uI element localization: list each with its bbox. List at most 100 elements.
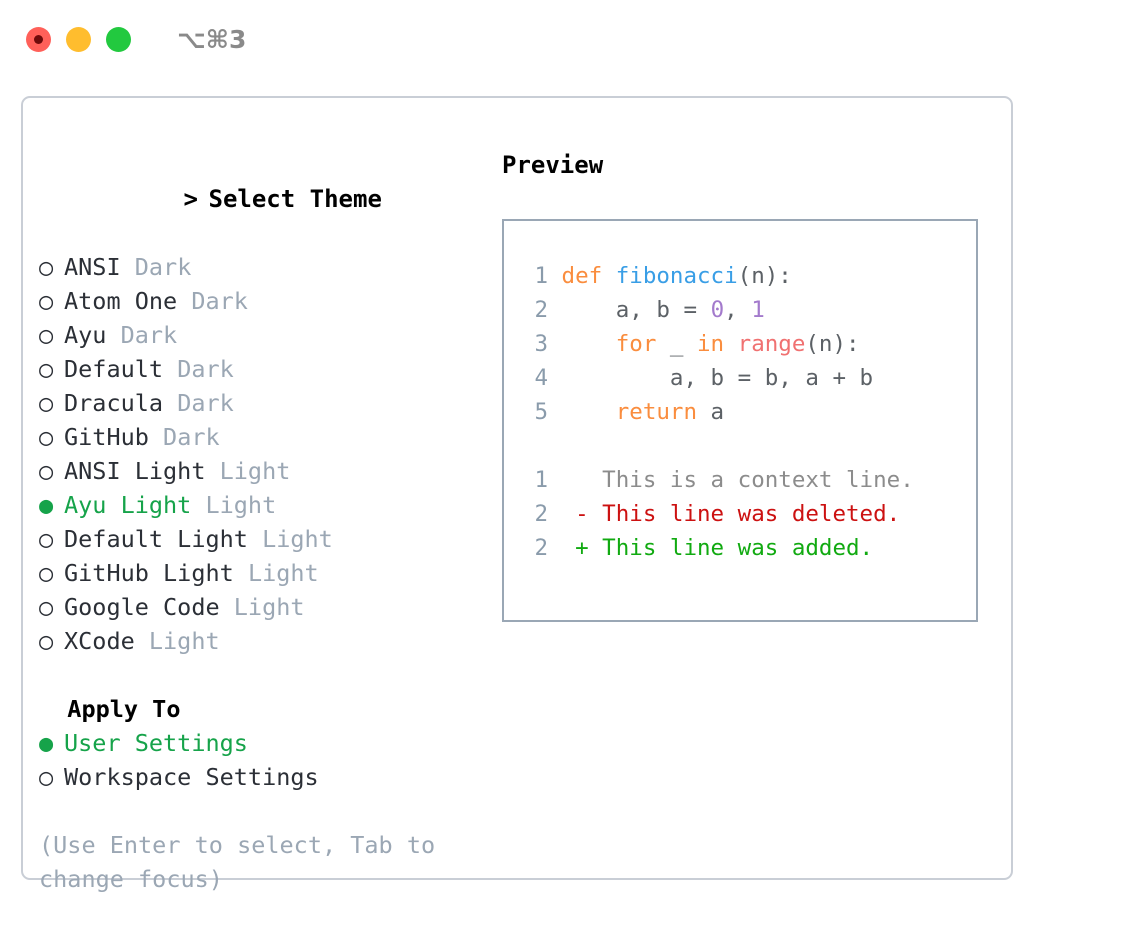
gutter-space [548, 331, 562, 357]
code-token-pln [562, 399, 616, 425]
code-token-pln: a, b = b, a + b [561, 365, 874, 391]
apply-to-option-label: User Settings [64, 729, 248, 757]
code-line-number: 2 [534, 297, 548, 323]
code-line-number: 1 [534, 263, 548, 289]
diff-line-number: 2 [534, 535, 548, 561]
close-button-icon[interactable] [26, 26, 51, 52]
theme-variant-tag: Dark [177, 389, 234, 417]
code-token-pln: , [724, 297, 752, 323]
preview-column: Preview 1 def fibonacci(n):2 a, b = 0, 1… [502, 148, 992, 622]
code-line: 1 def fibonacci(n): [522, 259, 976, 293]
code-token-pln [724, 331, 738, 357]
theme-list-item[interactable]: ○ XCode Light [39, 624, 479, 658]
theme-list-item[interactable]: ○ GitHub Light Light [39, 556, 479, 590]
gutter-space [548, 365, 562, 391]
radio-unselected-icon[interactable]: ○ [39, 457, 68, 485]
theme-list: ○ ANSI Dark○ Atom One Dark○ Ayu Dark○ De… [39, 250, 479, 658]
theme-name-label: XCode [64, 627, 149, 655]
diff-line-added: 2 + This line was added. [522, 531, 976, 565]
radio-unselected-icon[interactable]: ○ [39, 321, 68, 349]
radio-unselected-icon[interactable]: ○ [39, 253, 68, 281]
code-token-pln: a, b = [561, 297, 711, 323]
maximize-button-icon[interactable] [106, 26, 131, 52]
theme-list-item[interactable]: ○ Default Light Light [39, 522, 479, 556]
apply-to-option[interactable]: ● User Settings [39, 726, 479, 760]
theme-list-item[interactable]: ○ Default Dark [39, 352, 479, 386]
keyboard-hint-text: (Use Enter to select, Tab to change focu… [39, 831, 450, 893]
code-token-pln: _ [656, 331, 698, 357]
code-line: 2 a, b = 0, 1 [522, 293, 976, 327]
code-line: 4 a, b = b, a + b [522, 361, 976, 395]
diff-line-deleted: 2 - This line was deleted. [522, 497, 976, 531]
theme-name-label: Default Light [64, 525, 263, 553]
code-token-kw: for [615, 331, 657, 357]
apply-to-option[interactable]: ○ Workspace Settings [39, 760, 479, 794]
theme-variant-tag: Light [247, 559, 319, 587]
theme-variant-tag: Dark [120, 321, 178, 349]
diff-line-text: - This line was deleted. [548, 501, 901, 527]
radio-selected-icon[interactable]: ● [39, 729, 68, 757]
theme-list-item[interactable]: ○ ANSI Dark [39, 250, 479, 284]
radio-unselected-icon[interactable]: ○ [39, 559, 68, 587]
select-theme-heading: > Select Theme [39, 148, 479, 250]
diff-line-number: 1 [534, 467, 548, 493]
theme-list-item[interactable]: ○ Google Code Light [39, 590, 479, 624]
select-theme-heading-label: Select Theme [208, 185, 382, 213]
code-token-kw: def [561, 263, 616, 289]
code-token-punc: (n): [805, 331, 860, 357]
theme-list-item[interactable]: ○ GitHub Dark [39, 420, 479, 454]
theme-name-label: GitHub Light [64, 559, 248, 587]
theme-name-label: ANSI [64, 253, 135, 281]
theme-variant-tag: Dark [163, 423, 220, 451]
section-spacer [39, 658, 479, 692]
theme-name-label: GitHub [64, 423, 164, 451]
theme-variant-tag: Light [233, 593, 305, 621]
theme-list-item[interactable]: ○ Ayu Dark [39, 318, 479, 352]
code-token-kw: return [615, 399, 698, 425]
code-token-num: 1 [751, 297, 765, 323]
theme-name-label: ANSI Light [64, 457, 220, 485]
code-token-pln: a [697, 399, 725, 425]
theme-list-item[interactable]: ○ ANSI Light Light [39, 454, 479, 488]
diff-line-text: This is a context line. [548, 467, 914, 493]
cursor-marker-icon: > [183, 185, 213, 213]
theme-variant-tag: Light [219, 457, 291, 485]
theme-list-item[interactable]: ○ Dracula Dark [39, 386, 479, 420]
window-titlebar: ⌥⌘3 [0, 0, 1140, 78]
radio-unselected-icon[interactable]: ○ [39, 355, 68, 383]
theme-variant-tag: Dark [134, 253, 192, 281]
code-token-num: 0 [710, 297, 725, 323]
diff-line-context: 1 This is a context line. [522, 463, 976, 497]
radio-unselected-icon[interactable]: ○ [39, 525, 68, 553]
radio-unselected-icon[interactable]: ○ [39, 627, 68, 655]
preview-title: Preview [502, 151, 604, 179]
theme-list-item[interactable]: ○ Atom One Dark [39, 284, 479, 318]
minimize-button-icon[interactable] [66, 26, 91, 52]
code-diff-spacer [522, 429, 976, 463]
radio-unselected-icon[interactable]: ○ [39, 389, 68, 417]
theme-name-label: Google Code [64, 593, 234, 621]
theme-name-label: Dracula [64, 389, 178, 417]
theme-name-label: Atom One [64, 287, 192, 315]
code-line-number: 3 [534, 331, 548, 357]
radio-selected-icon[interactable]: ● [39, 491, 68, 519]
code-line-number: 4 [534, 365, 548, 391]
code-token-pln [562, 331, 616, 357]
radio-unselected-icon[interactable]: ○ [39, 763, 68, 791]
main-panel: > Select Theme ○ ANSI Dark○ Atom One Dar… [21, 96, 1013, 893]
code-line-number: 5 [534, 399, 548, 425]
radio-unselected-icon[interactable]: ○ [39, 287, 68, 315]
code-line: 3 for _ in range(n): [522, 327, 976, 361]
diff-line-text: + This line was added. [548, 535, 874, 561]
code-token-fn: fibonacci [615, 263, 738, 289]
apply-to-list: ● User Settings○ Workspace Settings [39, 726, 479, 794]
theme-name-label: Ayu Light [64, 491, 206, 519]
gutter-space [548, 263, 562, 289]
theme-list-item[interactable]: ● Ayu Light Light [39, 488, 479, 522]
gutter-space [548, 297, 562, 323]
radio-unselected-icon[interactable]: ○ [39, 593, 68, 621]
radio-unselected-icon[interactable]: ○ [39, 423, 68, 451]
